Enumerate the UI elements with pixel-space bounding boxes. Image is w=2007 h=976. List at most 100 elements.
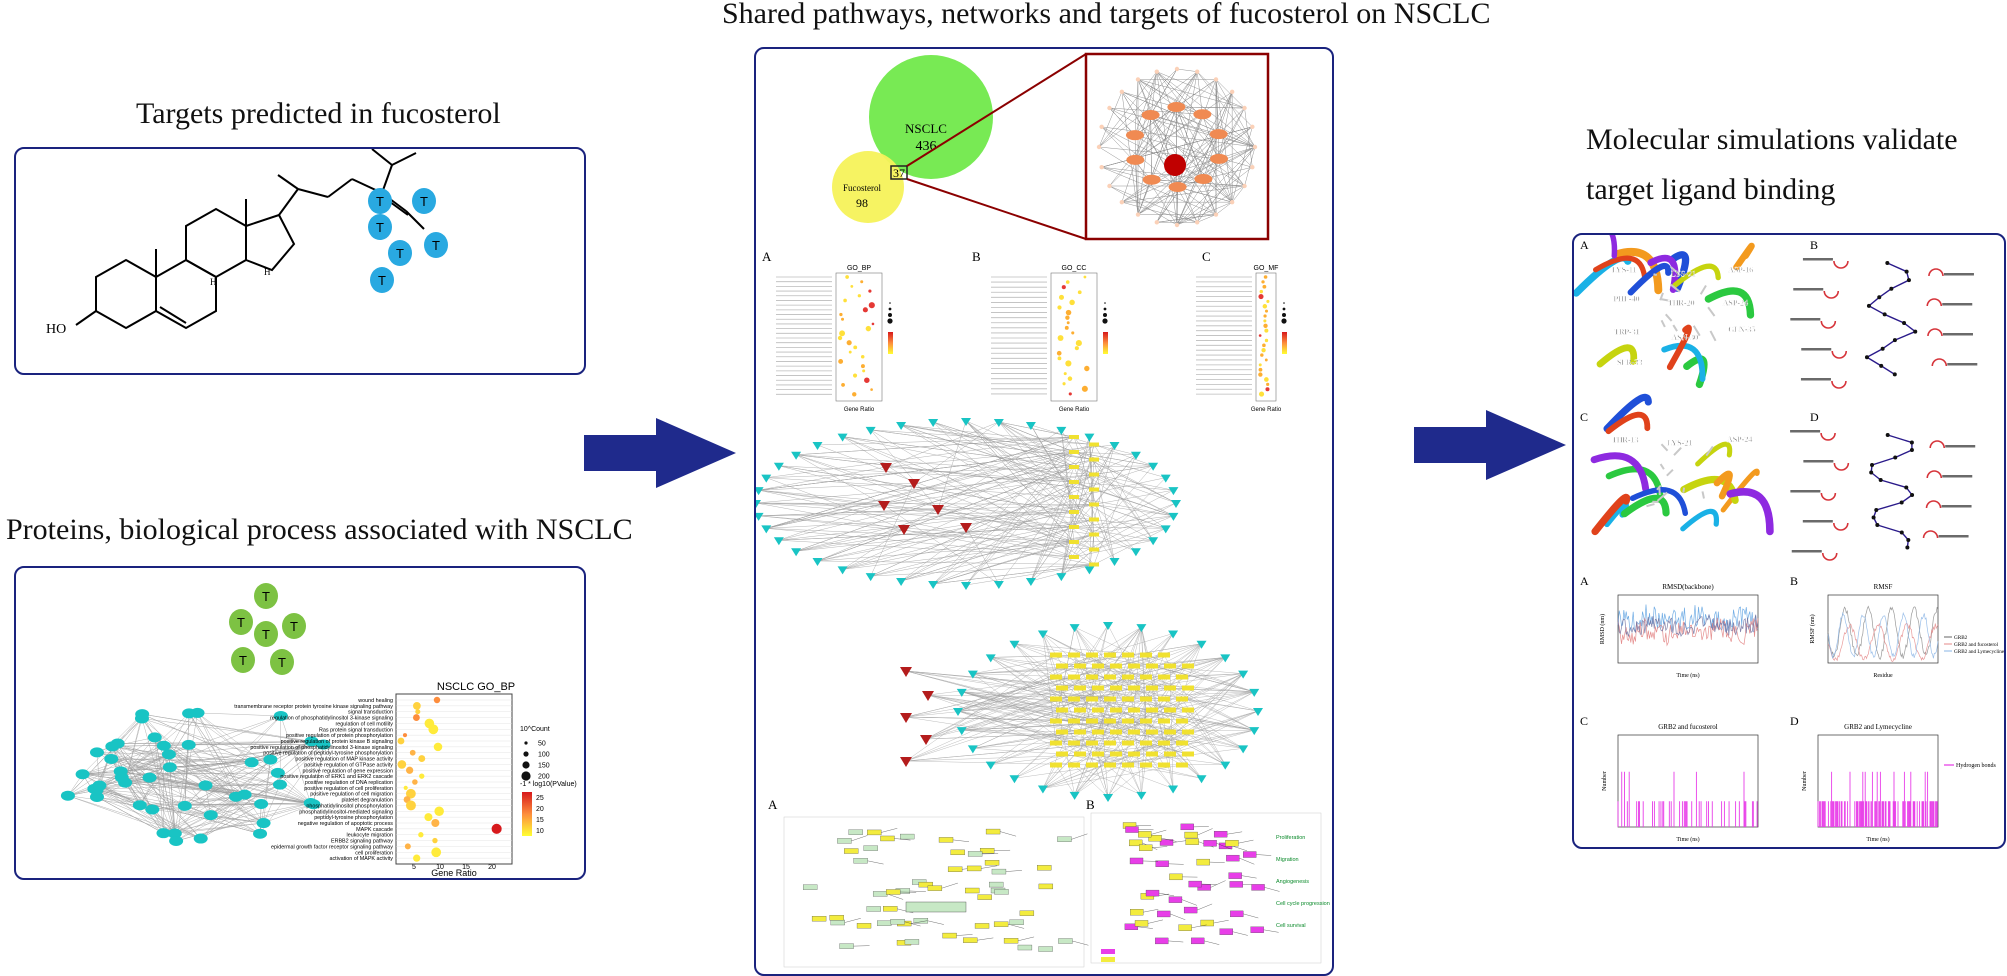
- ligand-bond: [1903, 322, 1916, 333]
- kegg-b-gene-box: [1130, 909, 1144, 916]
- ligand-atom: [1909, 440, 1914, 445]
- ctn2-edge: [925, 731, 1117, 740]
- plot-series-line: [1827, 622, 1939, 662]
- network-node: [203, 810, 218, 821]
- ctn1-target-node: [1084, 566, 1095, 575]
- ctn1-target-node: [961, 582, 971, 590]
- ctn1-edge: [756, 502, 885, 506]
- network-edge: [313, 744, 324, 805]
- ctn1-compound-node: [960, 523, 972, 533]
- ctn1-edge: [1073, 451, 1154, 466]
- kegg-b-edge: [1241, 875, 1257, 879]
- ctn1-pathway-node: [1089, 457, 1099, 462]
- ctn1-pathway-node: [1069, 510, 1079, 514]
- venn-network-edge: [1231, 126, 1253, 203]
- plot-legend-label: GRB2: [1954, 635, 1968, 641]
- ctn1-edge: [766, 477, 1075, 498]
- ctn2-go-node: [1050, 740, 1062, 746]
- ctn1-pathway-node: [1089, 442, 1099, 447]
- network-edge: [111, 758, 261, 834]
- ligand-atom: [1892, 338, 1897, 343]
- venn-network-edge: [1231, 185, 1245, 203]
- plot-title: GRB2 and Lymecycline: [1844, 723, 1912, 731]
- ctn1-edge: [1073, 436, 1090, 513]
- ctn1-edge: [842, 436, 1095, 535]
- gobp-dot: [433, 696, 441, 704]
- gobp-dot: [424, 813, 433, 822]
- ligand-bond: [1659, 292, 1664, 301]
- go-dot: [1056, 350, 1062, 356]
- ctn2-edge: [1133, 665, 1255, 731]
- network-edge: [117, 743, 324, 745]
- kegg-a-edge: [977, 937, 994, 941]
- ctn1-edge: [1093, 444, 1154, 466]
- ligand-atom: [1904, 269, 1909, 274]
- ligand-bond: [1877, 524, 1902, 534]
- kegg-a-gene-box: [904, 939, 920, 945]
- network-edge: [112, 746, 150, 778]
- ligand-bond: [1868, 296, 1880, 307]
- ctn2-edge: [1055, 627, 1075, 722]
- kegg-b-edge: [1231, 845, 1248, 851]
- ctn2-target-node: [1069, 624, 1080, 633]
- network-edge: [111, 758, 170, 768]
- venn-network-edge: [1121, 91, 1203, 115]
- ctn1-pathway-node: [1089, 472, 1099, 477]
- ctn1-target-node: [791, 548, 802, 557]
- ctn2-go-node: [1104, 652, 1116, 658]
- ctn2-edge: [972, 731, 1189, 749]
- protein-ribbon-segment: [1647, 254, 1679, 293]
- venn-network-edge: [1215, 79, 1245, 109]
- network-node: [270, 767, 285, 778]
- kegg-b-edge: [1210, 880, 1226, 888]
- ctn2-edge: [905, 716, 1075, 744]
- ctn1-target-node: [896, 577, 907, 586]
- kegg-a-edge: [956, 934, 973, 936]
- gobp-term-label: negative regulation of apoptotic process: [298, 821, 394, 827]
- network-edge: [197, 712, 245, 795]
- ctn1-edge: [885, 466, 1174, 491]
- venn-network-node: [1210, 153, 1229, 164]
- kegg-a-gene-box: [938, 837, 954, 843]
- count-legend-dot: [524, 741, 528, 745]
- ctn2-go-node: [1128, 751, 1140, 757]
- ctn2-edge: [1141, 627, 1147, 744]
- network-edge: [174, 803, 262, 834]
- go-dot: [1074, 346, 1079, 351]
- ctn2-go-node: [1050, 718, 1062, 724]
- residue-name-mark: [1801, 348, 1832, 351]
- ctn2-go-node: [1086, 696, 1098, 702]
- ligand-bond: [1653, 273, 1658, 277]
- kegg-a-gene-box: [994, 889, 1009, 895]
- residue-name-mark: [1790, 318, 1821, 321]
- go-dot: [857, 294, 862, 298]
- ctn2-edge: [1107, 654, 1165, 798]
- ctn1-target-node: [756, 500, 761, 508]
- ligand-bond: [1878, 288, 1892, 298]
- ctn2-edge: [1163, 710, 1259, 744]
- ctn1-edge: [885, 444, 1115, 468]
- ligand-bond: [1666, 468, 1674, 477]
- ctn2-target-node: [1168, 630, 1179, 639]
- ctn2-edge: [972, 673, 1093, 700]
- network-edge: [94, 788, 262, 805]
- venn-network-node: [1126, 154, 1145, 165]
- go-dot: [1258, 363, 1262, 367]
- network-edge: [154, 737, 164, 834]
- go-dot: [1258, 367, 1263, 372]
- ctn1-edge: [901, 424, 1075, 528]
- network-edge: [96, 790, 175, 834]
- ligand-atom: [1885, 433, 1890, 437]
- ctn1-edge: [1073, 477, 1166, 498]
- venn-network-node: [1213, 212, 1219, 217]
- go-dot: [1266, 299, 1270, 303]
- kegg-b-legend-box: [1101, 957, 1115, 962]
- ctn1-edge: [758, 515, 1075, 543]
- go-dot: [1258, 334, 1262, 337]
- kegg-b-gene-box: [1188, 880, 1202, 888]
- ctn2-edge: [1073, 627, 1142, 722]
- protein-ribbon-segment: [1720, 468, 1760, 513]
- kegg-a-gene-box: [989, 881, 1004, 888]
- ctn2-go-node: [1140, 718, 1152, 724]
